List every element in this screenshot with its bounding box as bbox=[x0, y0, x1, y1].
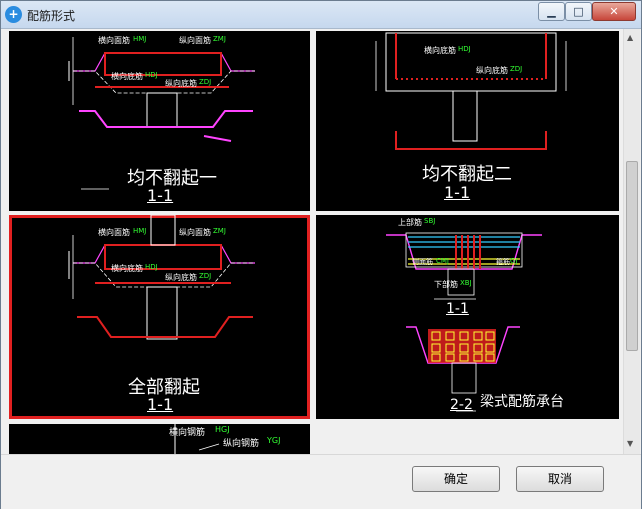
maximize-button[interactable]: □ bbox=[565, 2, 592, 21]
close-button[interactable]: ✕ bbox=[592, 2, 636, 21]
option-2-section: 1-1 bbox=[444, 183, 471, 202]
option-4-section-2: 2-2 bbox=[450, 397, 473, 413]
option-5-label-a: HGJ bbox=[215, 425, 230, 434]
option-1-label-d: ZDJ bbox=[199, 78, 212, 86]
cancel-button[interactable]: 取消 bbox=[516, 466, 604, 492]
maximize-icon: □ bbox=[573, 5, 584, 18]
close-icon: ✕ bbox=[609, 5, 619, 18]
option-2-label-trans: 横向底筋 bbox=[424, 46, 456, 55]
scrollbar-thumb[interactable] bbox=[626, 161, 638, 351]
option-1-label-long-bot: 纵向底筋 bbox=[165, 79, 197, 88]
option-3-label-a: HMJ bbox=[133, 227, 147, 235]
scroll-up-icon[interactable]: ▲ bbox=[627, 33, 634, 42]
option-1-label-trans-bot: 横向底筋 bbox=[111, 72, 143, 81]
option-5-label-b: YGJ bbox=[267, 436, 281, 445]
ok-button[interactable]: 确定 bbox=[412, 466, 500, 492]
scroll-down-icon[interactable]: ▼ bbox=[627, 439, 634, 448]
vertical-scrollbar[interactable]: ▲ ▼ bbox=[623, 29, 640, 454]
option-3-section: 1-1 bbox=[147, 395, 174, 414]
option-3-label-b: ZMJ bbox=[213, 227, 226, 235]
minimize-button[interactable]: ▁ bbox=[538, 2, 565, 21]
option-tile-1[interactable]: 横向面筋 HMJ 纵向面筋 ZMJ 横向底筋 HDJ 纵向底筋 ZDJ 均不翻起… bbox=[9, 31, 310, 211]
option-4-title: 梁式配筋承台 bbox=[480, 394, 564, 410]
option-2-label-long-bot: 纵向底筋 bbox=[476, 66, 508, 75]
option-tile-5[interactable]: 横向钢筋 HGJ 纵向钢筋 YGJ bbox=[9, 424, 310, 454]
option-2-label-d: ZDJ bbox=[510, 65, 523, 73]
option-5-drawing bbox=[174, 424, 220, 454]
option-1-drawing bbox=[68, 37, 255, 190]
option-3-label-trans-bot: 横向底筋 bbox=[111, 264, 143, 273]
option-1-label-b: ZMJ bbox=[213, 35, 226, 43]
option-5-label-trans: 横向钢筋 bbox=[169, 428, 206, 438]
option-2-label-c: HDJ bbox=[458, 45, 471, 53]
option-3-label-d: ZDJ bbox=[199, 272, 212, 280]
option-3-label-c: HDJ bbox=[145, 263, 158, 271]
option-tile-2[interactable]: 横向底筋 HDJ 纵向底筋 ZDJ 均不翻起二 1-1 bbox=[316, 31, 619, 211]
option-1-title: 均不翻起一 bbox=[127, 168, 217, 189]
option-2-title: 均不翻起二 bbox=[422, 164, 512, 185]
option-2-drawing bbox=[375, 32, 567, 150]
option-1-label-trans: 横向面筋 bbox=[98, 36, 130, 45]
option-4-label-stirrup: 箍筋 bbox=[496, 258, 510, 266]
option-tile-3[interactable]: 横向面筋 HMJ 纵向面筋 ZMJ 横向底筋 HDJ 纵向底筋 ZDJ 全部翻起… bbox=[9, 215, 310, 419]
option-4-drawing bbox=[386, 232, 542, 412]
option-4-label-bot-code: XBJ bbox=[460, 279, 472, 287]
option-3-label-trans: 横向面筋 bbox=[98, 228, 130, 237]
option-3-label-long-top: 纵向面筋 bbox=[179, 228, 211, 237]
app-icon: + bbox=[5, 6, 22, 23]
option-4-label-top-code: SBJ bbox=[424, 217, 436, 225]
option-4-section-1: 1-1 bbox=[446, 301, 469, 317]
minimize-icon: ▁ bbox=[547, 5, 556, 18]
option-4-label-side: 侧面筋 bbox=[412, 258, 433, 266]
option-1-section: 1-1 bbox=[147, 186, 174, 205]
option-1-label-c: HDJ bbox=[145, 71, 158, 79]
window-title: 配筋形式 bbox=[27, 9, 76, 23]
option-4-label-side-code: CMJ bbox=[436, 257, 449, 265]
option-tile-4[interactable]: 上部筋 SBJ 侧面筋 CMJ 箍筋 GJ 下部筋 XBJ 1-1 2-2 梁式… bbox=[316, 215, 619, 419]
option-5-label-long: 纵向钢筋 bbox=[223, 439, 260, 449]
option-1-label-long-top: 纵向面筋 bbox=[179, 36, 211, 45]
option-4-label-stirrup-code: GJ bbox=[510, 257, 518, 265]
dialog-footer: 确定 取消 bbox=[1, 454, 641, 509]
option-3-drawing bbox=[68, 215, 255, 340]
option-3-label-long-bot: 纵向底筋 bbox=[165, 273, 197, 282]
option-3-title: 全部翻起 bbox=[128, 377, 200, 398]
title-bar[interactable]: + 配筋形式 ▁ □ ✕ bbox=[1, 1, 641, 29]
option-1-label-a: HMJ bbox=[133, 35, 147, 43]
option-4-label-top: 上部筋 bbox=[398, 218, 422, 227]
option-4-label-bot: 下部筋 bbox=[434, 280, 458, 289]
options-gallery[interactable]: 横向面筋 HMJ 纵向面筋 ZMJ 横向底筋 HDJ 纵向底筋 ZDJ 均不翻起… bbox=[7, 29, 641, 454]
